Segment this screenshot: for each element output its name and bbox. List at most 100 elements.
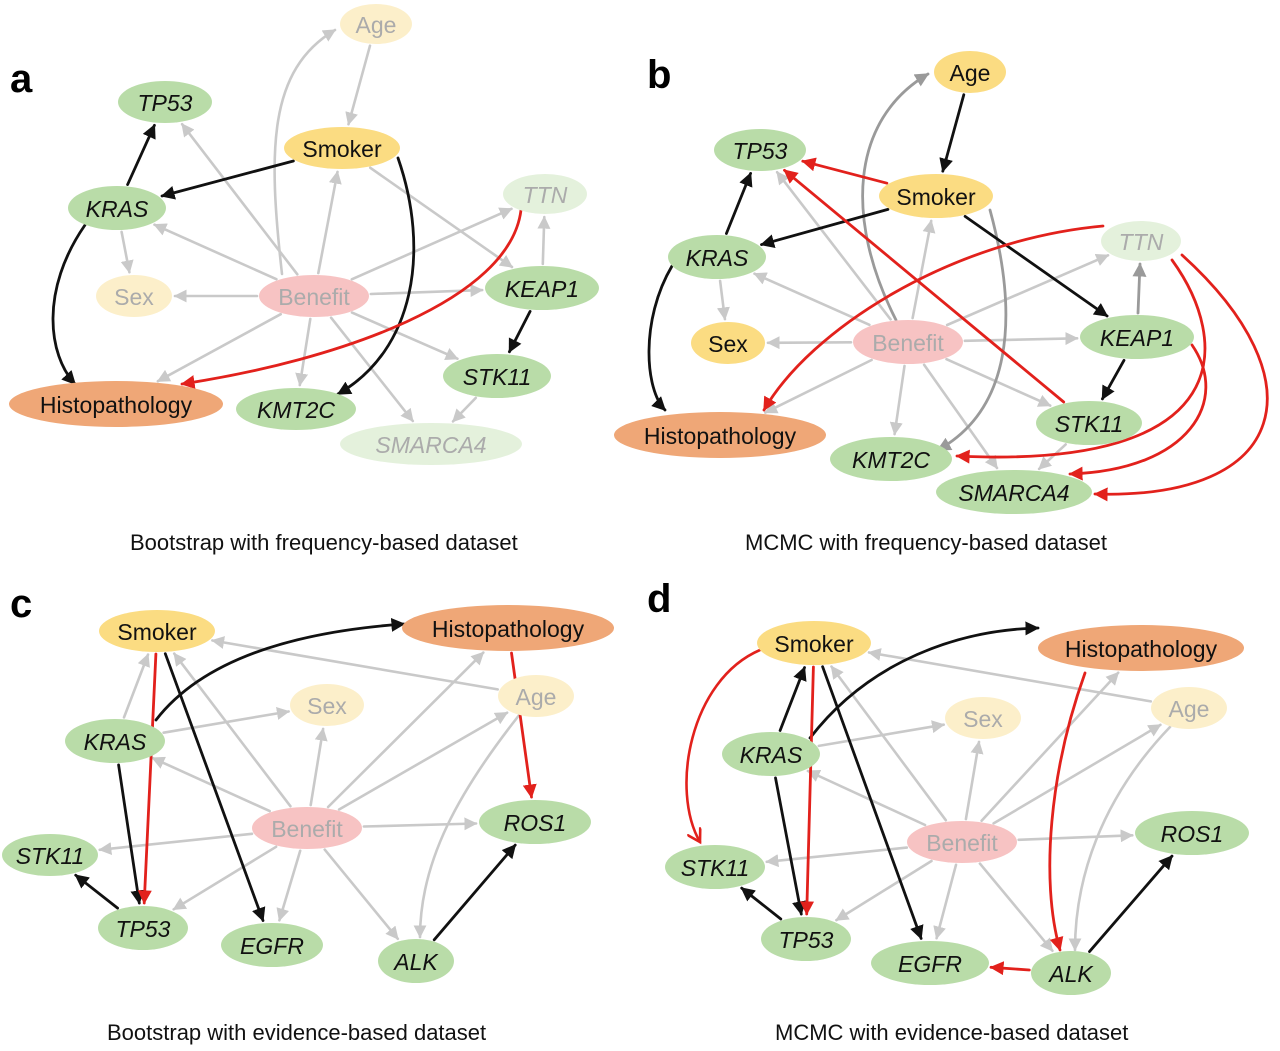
panel-d-edge-smoker-to-egfr: [821, 665, 924, 940]
panel-c-edge-benefit-to-smoker: [172, 652, 292, 808]
panel-b-edge-ttn-to-kmt2c: [955, 258, 1207, 464]
panel-a-edge-keap1-to-stk11: [508, 310, 532, 354]
panel-c-edge-kras-to-sex: [162, 707, 290, 734]
panel-a-node-stk11-label: STK11: [463, 364, 532, 390]
panel-a-edge-stk11-to-smarca4: [451, 396, 478, 423]
panel-c-edge-benefit-to-age: [337, 711, 509, 811]
panel-d-node-sex-shape: [945, 697, 1021, 739]
panel-d-edge-alk-to-egfr: [989, 961, 1031, 976]
panel-d-node-benefit-shape: [907, 821, 1017, 863]
panel-d-node-ros1: ROS1: [1135, 811, 1249, 855]
panel-c-edge-benefit-to-stk11: [98, 832, 254, 856]
panel-c-node-tp53: TP53: [98, 906, 188, 950]
panel-b-node-sex-shape: [691, 322, 765, 364]
panel-c-letter: c: [10, 582, 32, 626]
panel-b-node-kmt2c: KMT2C: [830, 437, 952, 481]
panel-c-node-alk-shape: [378, 939, 454, 983]
panel-b-node-smarca4-label: SMARCA4: [958, 480, 1069, 506]
panel-b-node-histopathology-shape: [614, 412, 826, 458]
panel-b-edges: [647, 72, 1269, 502]
panel-b-node-tp53: TP53: [714, 129, 806, 171]
panel-a-node-keap1-label: KEAP1: [505, 276, 579, 302]
panel-a-node-tp53-shape: [118, 81, 212, 123]
panel-a-node-keap1-shape: [485, 266, 599, 310]
panel-d-node-alk: ALK: [1031, 951, 1111, 995]
panel-d-edge-benefit-to-kras: [806, 769, 927, 827]
panel-b-edge-benefit-to-kras: [753, 272, 871, 327]
panel-a-node-ttn-label: TTN: [523, 182, 568, 208]
panel-d-node-egfr-shape: [871, 941, 989, 985]
panel-a-node-histopathology-shape: [9, 381, 223, 427]
panel-c-edge-kras-to-tp53: [117, 763, 145, 905]
panel-a-edge-age-to-smoker: [345, 44, 372, 126]
panel-a-node-ttn: TTN: [503, 174, 587, 214]
panel-a-node-ttn-shape: [503, 174, 587, 214]
panel-a-edge-smoker-to-kmt2c: [336, 156, 416, 396]
panel-b-edge-kras-to-tp53: [725, 172, 753, 235]
panel-d-node-kras-shape: [722, 732, 820, 776]
panel-c-node-tp53-shape: [98, 906, 188, 950]
panel-c-edge-kras-to-histopathology: [154, 617, 406, 722]
panel-a-node-sex: Sex: [96, 275, 172, 317]
panel-c-edge-benefit-to-kras: [151, 756, 271, 813]
panel-b-edge-benefit-to-stk11: [945, 357, 1052, 407]
panel-d-node-stk11-label: STK11: [681, 855, 750, 881]
panel-b-node-stk11-label: STK11: [1055, 411, 1124, 437]
panel-a-node-kmt2c-label: KMT2C: [257, 397, 335, 423]
panel-a-node-kras: KRAS: [68, 186, 166, 230]
panel-c-node-kras-label: KRAS: [84, 729, 147, 755]
panel-a-node-age-shape: [340, 4, 412, 44]
panel-a-edge-ttn-to-histopathology: [180, 208, 523, 390]
panel-b-node-kmt2c-label: KMT2C: [852, 447, 930, 473]
panel-a-edge-benefit-to-kras: [153, 223, 278, 281]
panel-d-edge-benefit-to-tp53: [835, 859, 933, 922]
panel-c-node-kras: KRAS: [65, 719, 165, 763]
panel-a-node-smarca4: SMARCA4: [340, 423, 522, 465]
panel-a-letter: a: [10, 57, 33, 101]
panel-c-edge-kras-to-smoker: [122, 653, 150, 719]
panel-c-node-alk: ALK: [378, 939, 454, 983]
panel-d-edge-kras-to-sex: [817, 720, 945, 748]
panel-d-node-kras-label: KRAS: [740, 742, 803, 768]
panel-d-node-age-label: Age: [1169, 696, 1210, 722]
panel-d-node-egfr-label: EGFR: [898, 951, 962, 977]
panel-b-edge-keap1-to-stk11: [1101, 358, 1126, 401]
panel-c-edge-smoker-to-tp53: [137, 652, 158, 905]
panel-a-edges: [51, 28, 551, 423]
panel-b-edge-benefit-to-smarca4: [922, 363, 999, 470]
panel-d-edge-smoker-to-stk11: [685, 648, 762, 842]
panel-b-node-stk11-shape: [1036, 401, 1142, 445]
panel-c-node-smoker-label: Smoker: [117, 619, 197, 645]
panel-a-node-kmt2c-shape: [236, 388, 356, 430]
panel-c-node-benefit-shape: [252, 807, 362, 849]
panel-d-edge-tp53-to-stk11: [740, 886, 783, 921]
panel-b-node-kras-label: KRAS: [686, 245, 749, 271]
panel-a-edge-kras-to-sex: [120, 230, 134, 274]
panel-c-edge-benefit-to-alk: [323, 848, 400, 941]
panel-b-node-ttn: TTN: [1101, 221, 1181, 261]
panel-d-edge-smoker-to-tp53: [800, 665, 815, 916]
panel-a-node-smarca4-shape: [340, 423, 522, 465]
panel-b-edge-stk11-to-tp53: [783, 168, 1066, 404]
panel-d-edge-kras-to-smoker: [778, 666, 807, 732]
panel-a-edge-benefit-to-stk11: [350, 311, 459, 360]
panel-b-node-histopathology-label: Histopathology: [644, 423, 797, 449]
panel-b-node-keap1: KEAP1: [1080, 315, 1194, 359]
panel-a-edge-benefit-to-histopathology: [156, 312, 282, 383]
panel-d-node-histopathology-shape: [1038, 625, 1244, 671]
panel-a-node-smoker-shape: [284, 127, 400, 169]
panel-b-node-keap1-shape: [1080, 315, 1194, 359]
panel-c-node-smoker-shape: [99, 610, 215, 652]
panel-a-caption: Bootstrap with frequency-based dataset: [130, 530, 518, 555]
panel-c-node-egfr: EGFR: [221, 923, 323, 967]
panel-a-edge-benefit-to-age: [273, 28, 337, 276]
panel-b-edge-keap1-to-smarca4: [1068, 343, 1208, 481]
panel-b-node-age: Age: [934, 51, 1006, 93]
panel-b-edge-kras-to-histopathology: [647, 264, 674, 412]
panel-c-node-age-label: Age: [516, 684, 557, 710]
panel-d-edge-histopathology-to-alk: [1048, 671, 1087, 952]
panel-a-node-histopathology: Histopathology: [9, 381, 223, 427]
panel-b-node-ttn-label: TTN: [1119, 229, 1164, 255]
panel-d-node-ros1-shape: [1135, 811, 1249, 855]
panel-b-node-sex-label: Sex: [708, 331, 748, 357]
